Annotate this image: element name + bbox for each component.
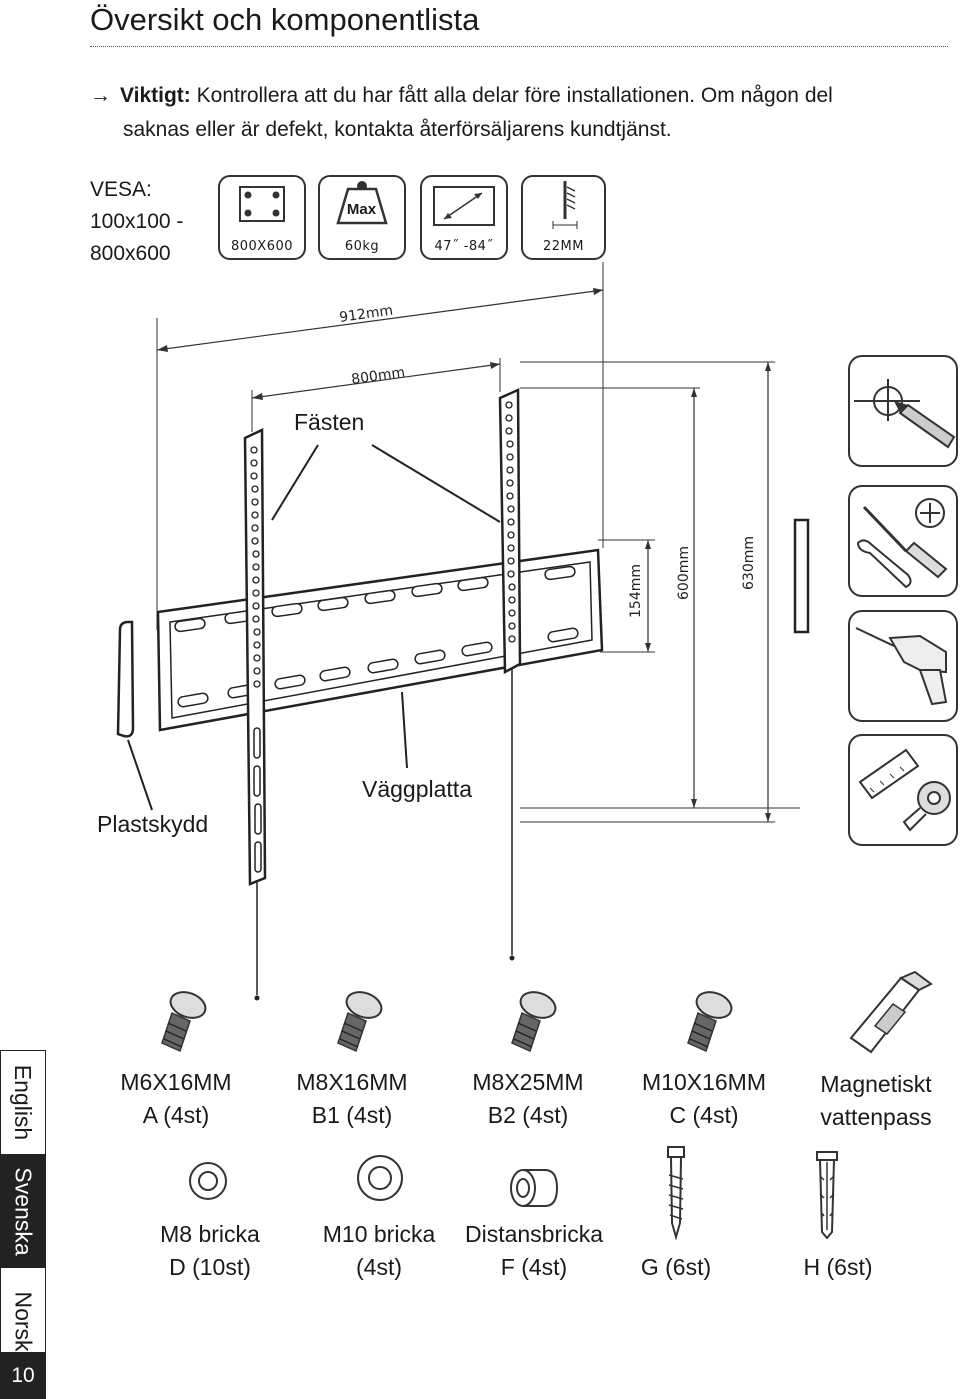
screen-size-icon: 47˝ -84˝ (420, 175, 508, 260)
part-a-name: M6X16MM (120, 1069, 232, 1095)
plastic-cover (116, 620, 135, 738)
notice-label: Viktigt: (120, 84, 191, 107)
vesa-spec: VESA: 100x100 - 800x600 (90, 174, 183, 270)
part-c-qty: C (4st) (669, 1102, 739, 1128)
screwdriver-wrench-icon (848, 485, 958, 597)
magnetic-level-icon (849, 970, 933, 1054)
wall-distance-icon: 22MM (521, 175, 606, 260)
vesa-label: VESA: (90, 178, 152, 201)
dim-800-line (251, 363, 501, 399)
dim-912-line (156, 289, 604, 351)
part-a-qty: A (4st) (142, 1102, 210, 1128)
part-c: M10X16MM C (4st) (624, 1066, 784, 1132)
part-d-qty: D (10st) (169, 1254, 251, 1280)
notice-line2: saknas eller är defekt, kontakta återför… (123, 118, 672, 141)
label-cover: Plastskydd (97, 811, 209, 837)
pencil-icon (848, 355, 958, 467)
tab-norsk-label: Norsk (10, 1290, 37, 1352)
part-b2-qty: B2 (4st) (487, 1102, 569, 1128)
bolt-c-icon (687, 991, 733, 1053)
part-h-qty: H (6st) (803, 1254, 873, 1280)
wall-plate (156, 548, 604, 732)
page-number: 10 (0, 1352, 46, 1399)
vesa-pattern-label: 800X600 (230, 239, 294, 254)
dim-912-text: 912mm (338, 303, 394, 326)
part-b1-qty: B1 (4st) (311, 1102, 393, 1128)
tape-measure-icon (848, 734, 958, 846)
wall-plug-h-icon (816, 1151, 838, 1240)
vesa-pattern-icon: 800X600 (218, 175, 306, 260)
dim-800-text: 800mm (350, 365, 406, 388)
part-b2: M8X25MM B2 (4st) (448, 1066, 608, 1132)
part-d-name: M8 bricka (160, 1221, 260, 1247)
max-text: Max (346, 201, 377, 218)
max-weight-icon: Max 60kg (318, 175, 406, 260)
part-e-name: M10 bricka (322, 1221, 436, 1247)
bolt-a-icon (161, 991, 207, 1053)
label-brackets: Fästen (294, 409, 365, 435)
part-h: H (6st) (758, 1251, 918, 1284)
part-g: G (6st) (596, 1251, 756, 1284)
spacer-icon (510, 1169, 559, 1207)
vesa-range-1: 100x100 - (90, 210, 184, 233)
tab-english-label: English (10, 1064, 37, 1141)
dim-630-text: 630mm (741, 536, 757, 590)
arrow-icon: → (90, 84, 111, 107)
dim-600-text: 600mm (676, 546, 692, 600)
notice-line1: Kontrollera att du har fått alla delar f… (190, 84, 833, 107)
part-e: M10 bricka (4st) (299, 1218, 459, 1284)
part-a: M6X16MM A (4st) (96, 1066, 256, 1132)
screw-g-icon (667, 1146, 685, 1240)
part-level-name: Magnetiskt (820, 1071, 932, 1097)
part-f-qty: F (4st) (500, 1254, 568, 1280)
tab-english[interactable]: English (0, 1050, 46, 1155)
washer-m10-icon (357, 1155, 403, 1201)
washer-d-icon (189, 1162, 227, 1200)
vesa-range-2: 800x600 (90, 242, 171, 265)
part-level-qty: vattenpass (820, 1104, 932, 1130)
part-f: Distansbricka F (4st) (454, 1218, 614, 1284)
page-title: Översikt och komponentlista (90, 2, 480, 37)
max-weight-label: 60kg (344, 239, 380, 254)
right-bracket (498, 388, 522, 675)
tab-svenska[interactable]: Svenska (0, 1155, 46, 1267)
part-f-name: Distansbricka (464, 1221, 604, 1247)
label-wallplate: Väggplatta (362, 776, 472, 802)
part-g-qty: G (6st) (640, 1254, 712, 1280)
part-d: M8 bricka D (10st) (130, 1218, 290, 1284)
dim-154-text: 154mm (628, 564, 644, 618)
important-notice: → Viktigt: Kontrollera att du har fått al… (90, 79, 960, 147)
tab-svenska-label: Svenska (10, 1166, 37, 1256)
part-e-qty: (4st) (356, 1254, 402, 1280)
language-tabs: English Svenska Norsk (0, 1050, 46, 1399)
bolt-b1-icon (337, 991, 383, 1053)
part-b1: M8X16MM B1 (4st) (272, 1066, 432, 1132)
part-c-name: M10X16MM (642, 1069, 766, 1095)
screen-size-label: 47˝ -84˝ (434, 239, 494, 254)
title-divider (90, 46, 948, 47)
plastic-cover-right (793, 518, 810, 634)
part-level: Magnetiskt vattenpass (798, 1068, 954, 1134)
wall-distance-label: 22MM (543, 239, 584, 254)
mount-diagram: 912mm 800mm 154mm 600mm 630mm (116, 262, 810, 1001)
drill-icon (848, 610, 958, 722)
bolt-b2-icon (511, 991, 557, 1053)
part-b1-name: M8X16MM (296, 1069, 408, 1095)
part-b2-name: M8X25MM (472, 1069, 584, 1095)
